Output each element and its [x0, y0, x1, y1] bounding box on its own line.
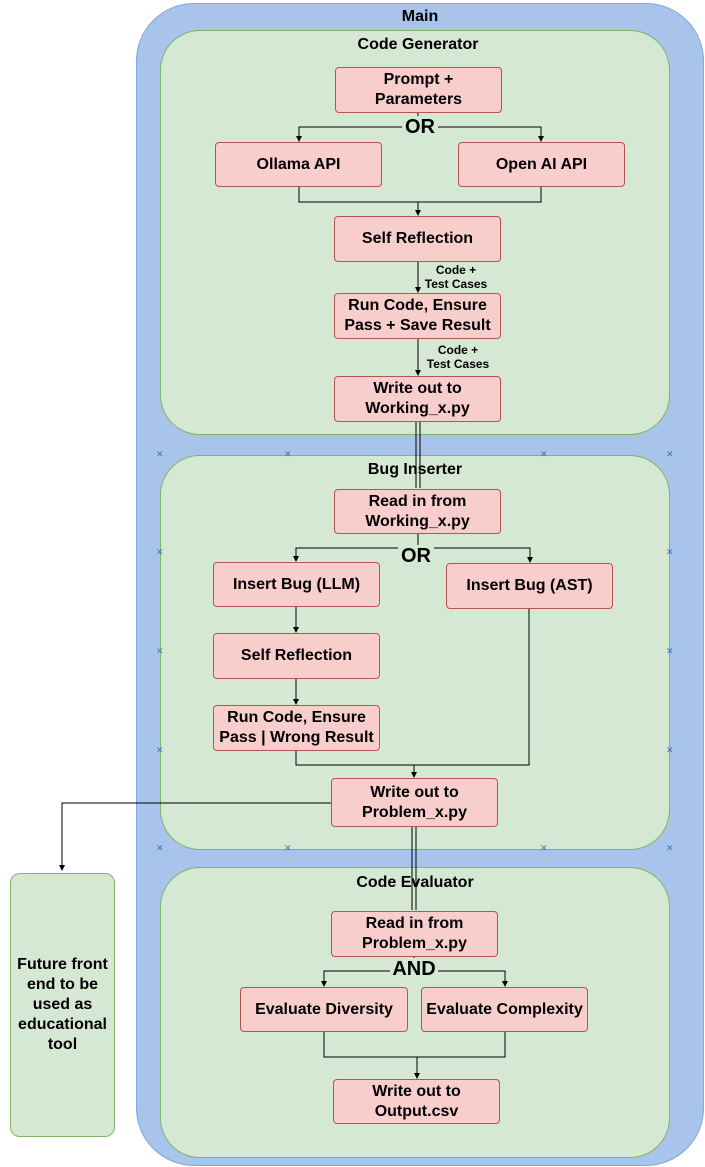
cross-marker-icon: ✕: [284, 449, 292, 459]
or-label: OR: [398, 545, 434, 568]
cross-marker-icon: ✕: [666, 547, 674, 557]
future-front-end-box: Future front end to be used as education…: [10, 873, 115, 1137]
prompt-parameters-node: Prompt + Parameters: [335, 67, 502, 113]
cross-marker-icon: ✕: [156, 646, 164, 656]
cross-marker-icon: ✕: [156, 547, 164, 557]
run-code-node: Run Code, Ensure Pass | Wrong Result: [213, 705, 380, 751]
write-output-node: Write out to Output.csv: [333, 1079, 500, 1124]
self-reflection-node: Self Reflection: [213, 633, 380, 679]
cross-marker-icon: ✕: [156, 843, 164, 853]
ollama-api-node: Ollama API: [215, 142, 382, 187]
read-problem-node: Read in from Problem_x.py: [331, 911, 498, 957]
and-label: AND: [390, 958, 438, 981]
cross-marker-icon: ✕: [284, 843, 292, 853]
code-evaluator-title: Code Evaluator: [356, 874, 474, 891]
or-label: OR: [402, 116, 438, 139]
cross-marker-icon: ✕: [540, 843, 548, 853]
insert-bug-llm-node: Insert Bug (LLM): [213, 562, 380, 607]
cross-marker-icon: ✕: [666, 745, 674, 755]
cross-marker-icon: ✕: [666, 449, 674, 459]
write-problem-node: Write out to Problem_x.py: [331, 778, 498, 827]
write-working-node: Write out to Working_x.py: [334, 376, 501, 422]
insert-bug-ast-node: Insert Bug (AST): [446, 563, 613, 609]
cross-marker-icon: ✕: [156, 449, 164, 459]
run-code-node: Run Code, Ensure Pass + Save Result: [334, 293, 501, 339]
evaluate-complexity-node: Evaluate Complexity: [421, 987, 588, 1032]
cross-marker-icon: ✕: [540, 449, 548, 459]
code-test-cases-label: Code + Test Cases: [424, 263, 488, 291]
cross-marker-icon: ✕: [156, 745, 164, 755]
self-reflection-node: Self Reflection: [334, 216, 501, 262]
read-working-node: Read in from Working_x.py: [334, 489, 501, 534]
cross-marker-icon: ✕: [666, 646, 674, 656]
main-title: Main: [401, 8, 439, 25]
evaluate-diversity-node: Evaluate Diversity: [240, 987, 408, 1032]
openai-api-node: Open AI API: [458, 142, 625, 187]
bug-inserter-title: Bug Inserter: [367, 461, 463, 478]
code-generator-title: Code Generator: [357, 36, 479, 53]
cross-marker-icon: ✕: [666, 843, 674, 853]
code-test-cases-label: Code + Test Cases: [426, 343, 490, 371]
